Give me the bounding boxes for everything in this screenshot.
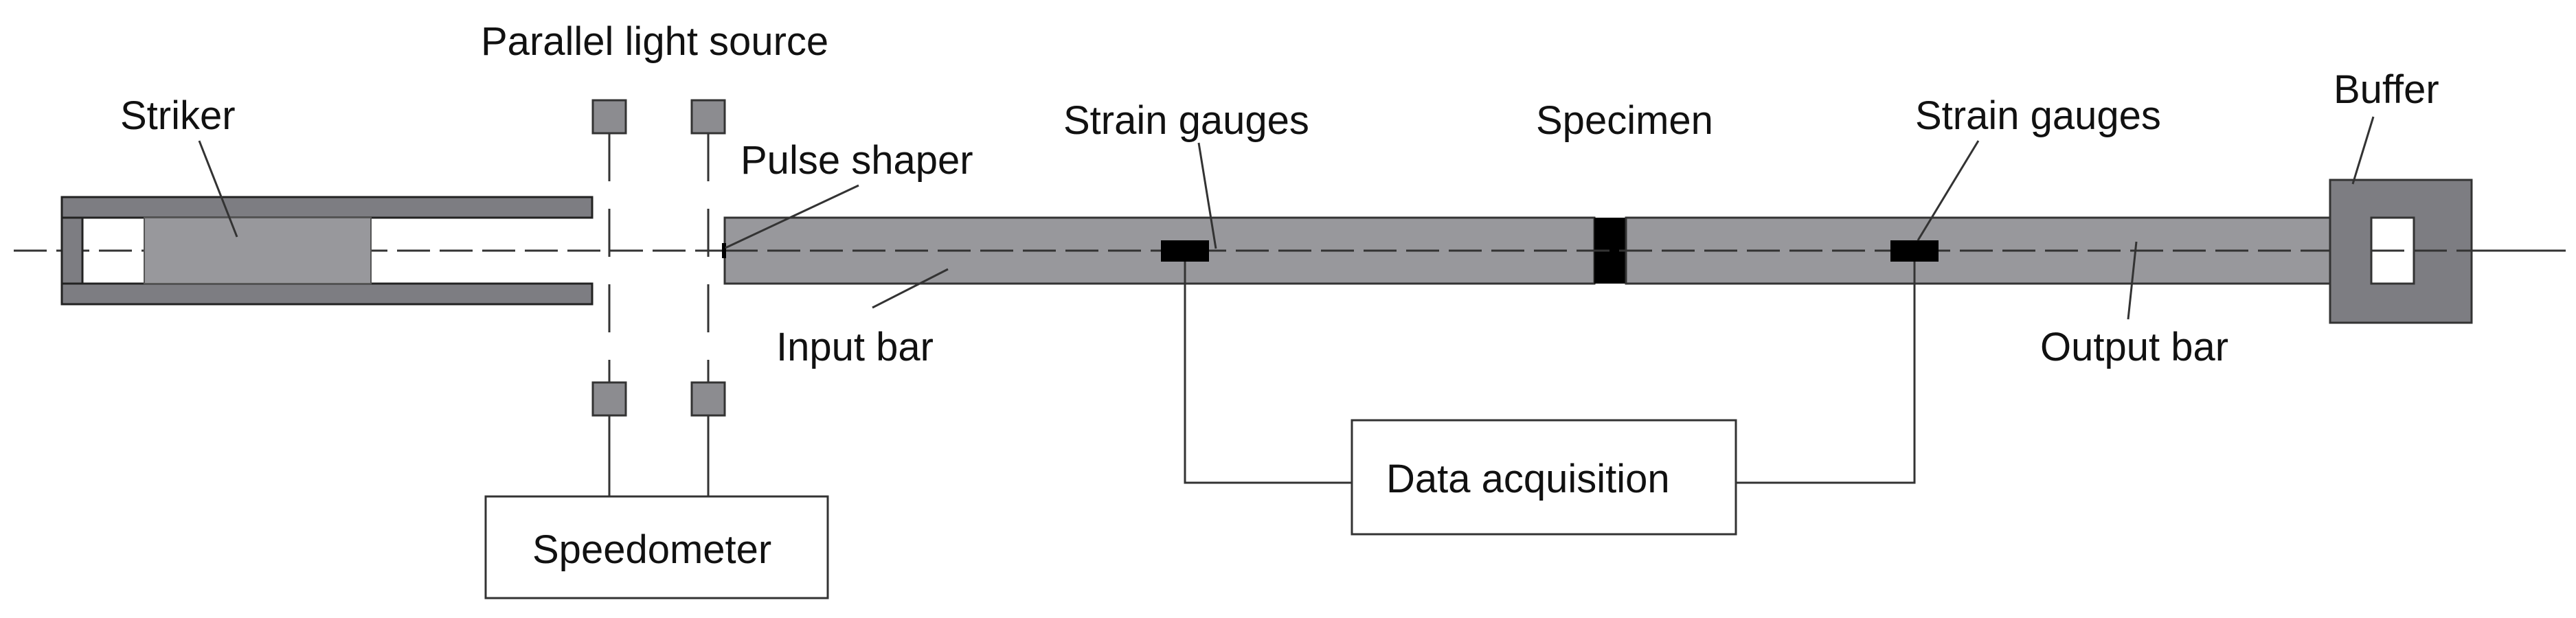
pulse-shaper bbox=[722, 243, 726, 258]
strain-gauge-input-leader bbox=[1197, 142, 1217, 249]
strain-gauges-output-label: Strain gauges bbox=[1915, 93, 2161, 138]
buffer-label: Buffer bbox=[2334, 67, 2439, 112]
light-receiver-2 bbox=[690, 381, 726, 417]
input-bar-label: Input bar bbox=[776, 325, 934, 369]
data-acquisition-label: Data acquisition bbox=[1386, 457, 1670, 501]
light-emitter-2 bbox=[690, 99, 726, 135]
buffer-leader bbox=[2351, 116, 2375, 185]
output-bar-label: Output bar bbox=[2040, 325, 2228, 369]
light-emitter-1 bbox=[591, 99, 627, 135]
light-source-label: Parallel light source bbox=[481, 19, 828, 64]
pulse-shaper-label: Pulse shaper bbox=[741, 138, 973, 183]
striker-label: Striker bbox=[120, 93, 236, 138]
striker-tube bbox=[60, 196, 594, 306]
specimen-label: Specimen bbox=[1536, 98, 1713, 143]
input-bar-leader bbox=[872, 268, 949, 309]
pulse-shaper-leader bbox=[725, 184, 859, 249]
striker-leader bbox=[198, 140, 238, 238]
output-bar-leader bbox=[2127, 241, 2138, 320]
data-acquisition-box bbox=[1351, 419, 1737, 536]
striker bbox=[144, 217, 372, 284]
strain-gauge-output-leader bbox=[1917, 140, 1980, 241]
strain-gauges-input-label: Strain gauges bbox=[1063, 98, 1309, 143]
data-wire-output bbox=[1736, 262, 1916, 484]
speedometer-label: Speedometer bbox=[532, 527, 771, 572]
data-wire-input bbox=[1184, 262, 1352, 484]
strain-gauge-output bbox=[1890, 240, 1939, 262]
strain-gauge-input bbox=[1161, 240, 1209, 262]
speedometer-box bbox=[484, 495, 829, 599]
light-receiver-1 bbox=[591, 381, 627, 417]
